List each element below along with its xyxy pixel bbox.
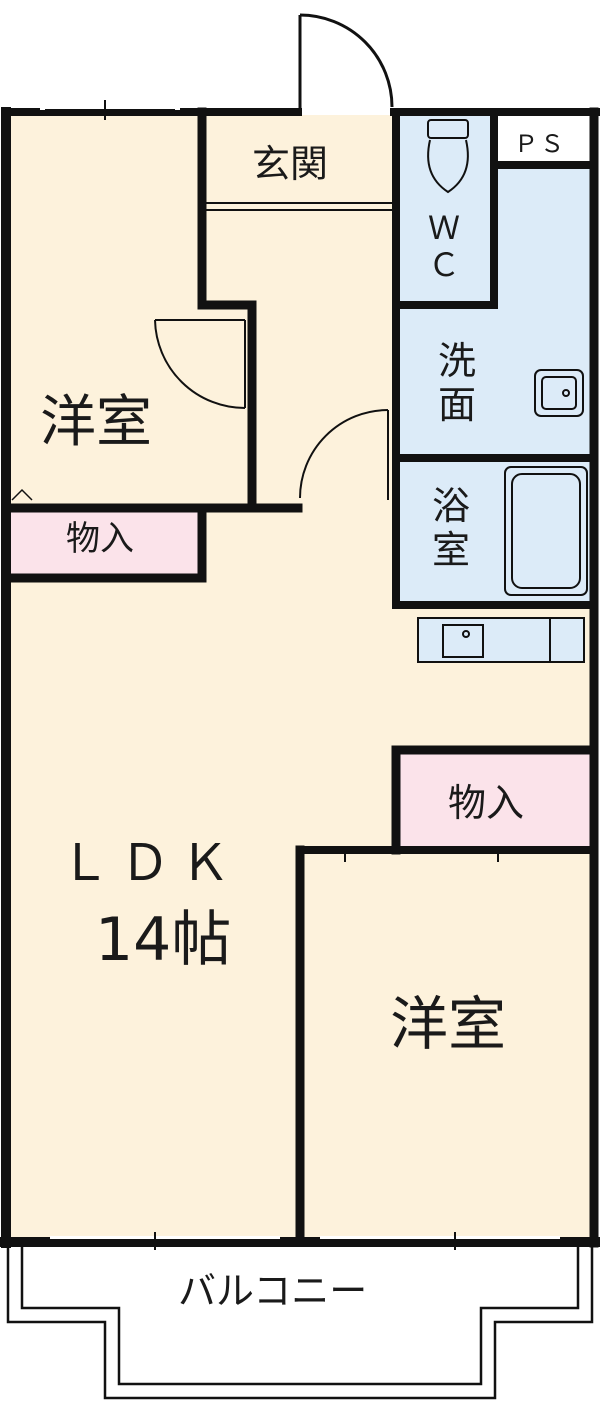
yokushitsu-label-line2: 室 — [432, 527, 471, 572]
yokushitsu-label-line1: 浴 — [432, 484, 471, 528]
genkan-step — [206, 202, 394, 211]
monoire-left-label: 物入 — [66, 519, 134, 559]
ldk-size-label: 14帖 — [95, 905, 232, 975]
washbasin-icon — [534, 369, 584, 417]
ps-label: ＰＳ — [514, 130, 566, 158]
wc-label: Ｗ Ｃ — [428, 210, 460, 284]
small-marker — [11, 488, 33, 501]
kitchen-counter-icon — [417, 617, 585, 663]
genkan-label: 玄関 — [252, 142, 329, 186]
yokushitsu-label: 浴 室 — [432, 484, 471, 572]
ps-floor — [496, 115, 592, 165]
senmen-label: 洗 面 — [438, 339, 477, 427]
door-swing-icon[interactable] — [154, 319, 246, 409]
monoire-right-floor — [398, 750, 590, 848]
balcony-label: バルコニー — [178, 1269, 368, 1313]
youshitsu-right-label: 洋室 — [390, 990, 507, 1058]
entrance-door[interactable] — [298, 13, 394, 110]
wc-label-line1: Ｗ — [428, 209, 461, 247]
senmen-label-line2: 面 — [438, 382, 477, 427]
door-ldk-corridor[interactable] — [299, 409, 389, 500]
windows — [40, 100, 560, 1250]
balcony-outline — [6, 1242, 594, 1400]
toilet-icon — [427, 119, 469, 194]
wc-label-line2: Ｃ — [428, 245, 461, 284]
senmen-label-line1: 洗 — [438, 339, 477, 383]
ldk-label: ＬＤＫ — [60, 834, 240, 892]
monoire-left-floor — [10, 508, 202, 576]
yokushitsu-floor — [398, 458, 592, 605]
walls — [0, 107, 600, 1248]
youshitsu-left-label: 洋室 — [40, 390, 152, 455]
monoire-right-label: 物入 — [448, 781, 525, 825]
bathtub-icon — [504, 466, 588, 596]
